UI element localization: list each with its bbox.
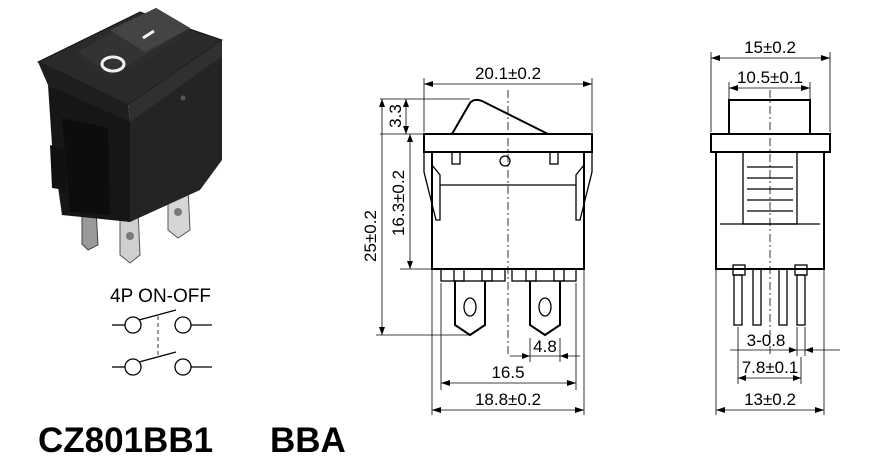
dim-terminal-span: 16.5 (491, 363, 524, 382)
dim-rocker-height: 3.3 (386, 104, 405, 128)
dim-flange-width: 15±0.2 (744, 38, 796, 57)
part-number: CZ801BB1 (38, 421, 213, 460)
dim-terminal-gap: 3-0.8 (747, 331, 786, 350)
part-title: CZ801BB1 BBA (38, 421, 346, 460)
variant-code: BBA (270, 421, 346, 460)
off-symbol-icon (100, 55, 126, 73)
dim-rocker-width: 10.5±0.1 (737, 68, 803, 87)
front-view-drawing: 20.1±0.2 3.3 16.3±0.2 25±0.2 4.8 16.5 (361, 64, 593, 415)
switch-photo (36, 8, 224, 264)
dim-bottom-width: 18.8±0.2 (475, 390, 541, 409)
side-view-drawing: 15±0.2 10.5±0.1 3-0.8 7.8±0.1 13±0.2 (710, 38, 840, 415)
on-symbol-icon (142, 29, 155, 40)
dim-top-width: 20.1±0.2 (475, 64, 541, 83)
schematic-label: 4P ON-OFF (110, 286, 211, 307)
dim-body-height: 16.3±0.2 (389, 170, 408, 236)
dim-body-width: 13±0.2 (744, 390, 796, 409)
dim-terminal-spacing: 7.8±0.1 (742, 358, 799, 377)
schematic-symbol: 4P ON-OFF (110, 286, 212, 376)
dim-total-height: 25±0.2 (361, 210, 380, 262)
dim-terminal-width: 4.8 (533, 337, 557, 356)
